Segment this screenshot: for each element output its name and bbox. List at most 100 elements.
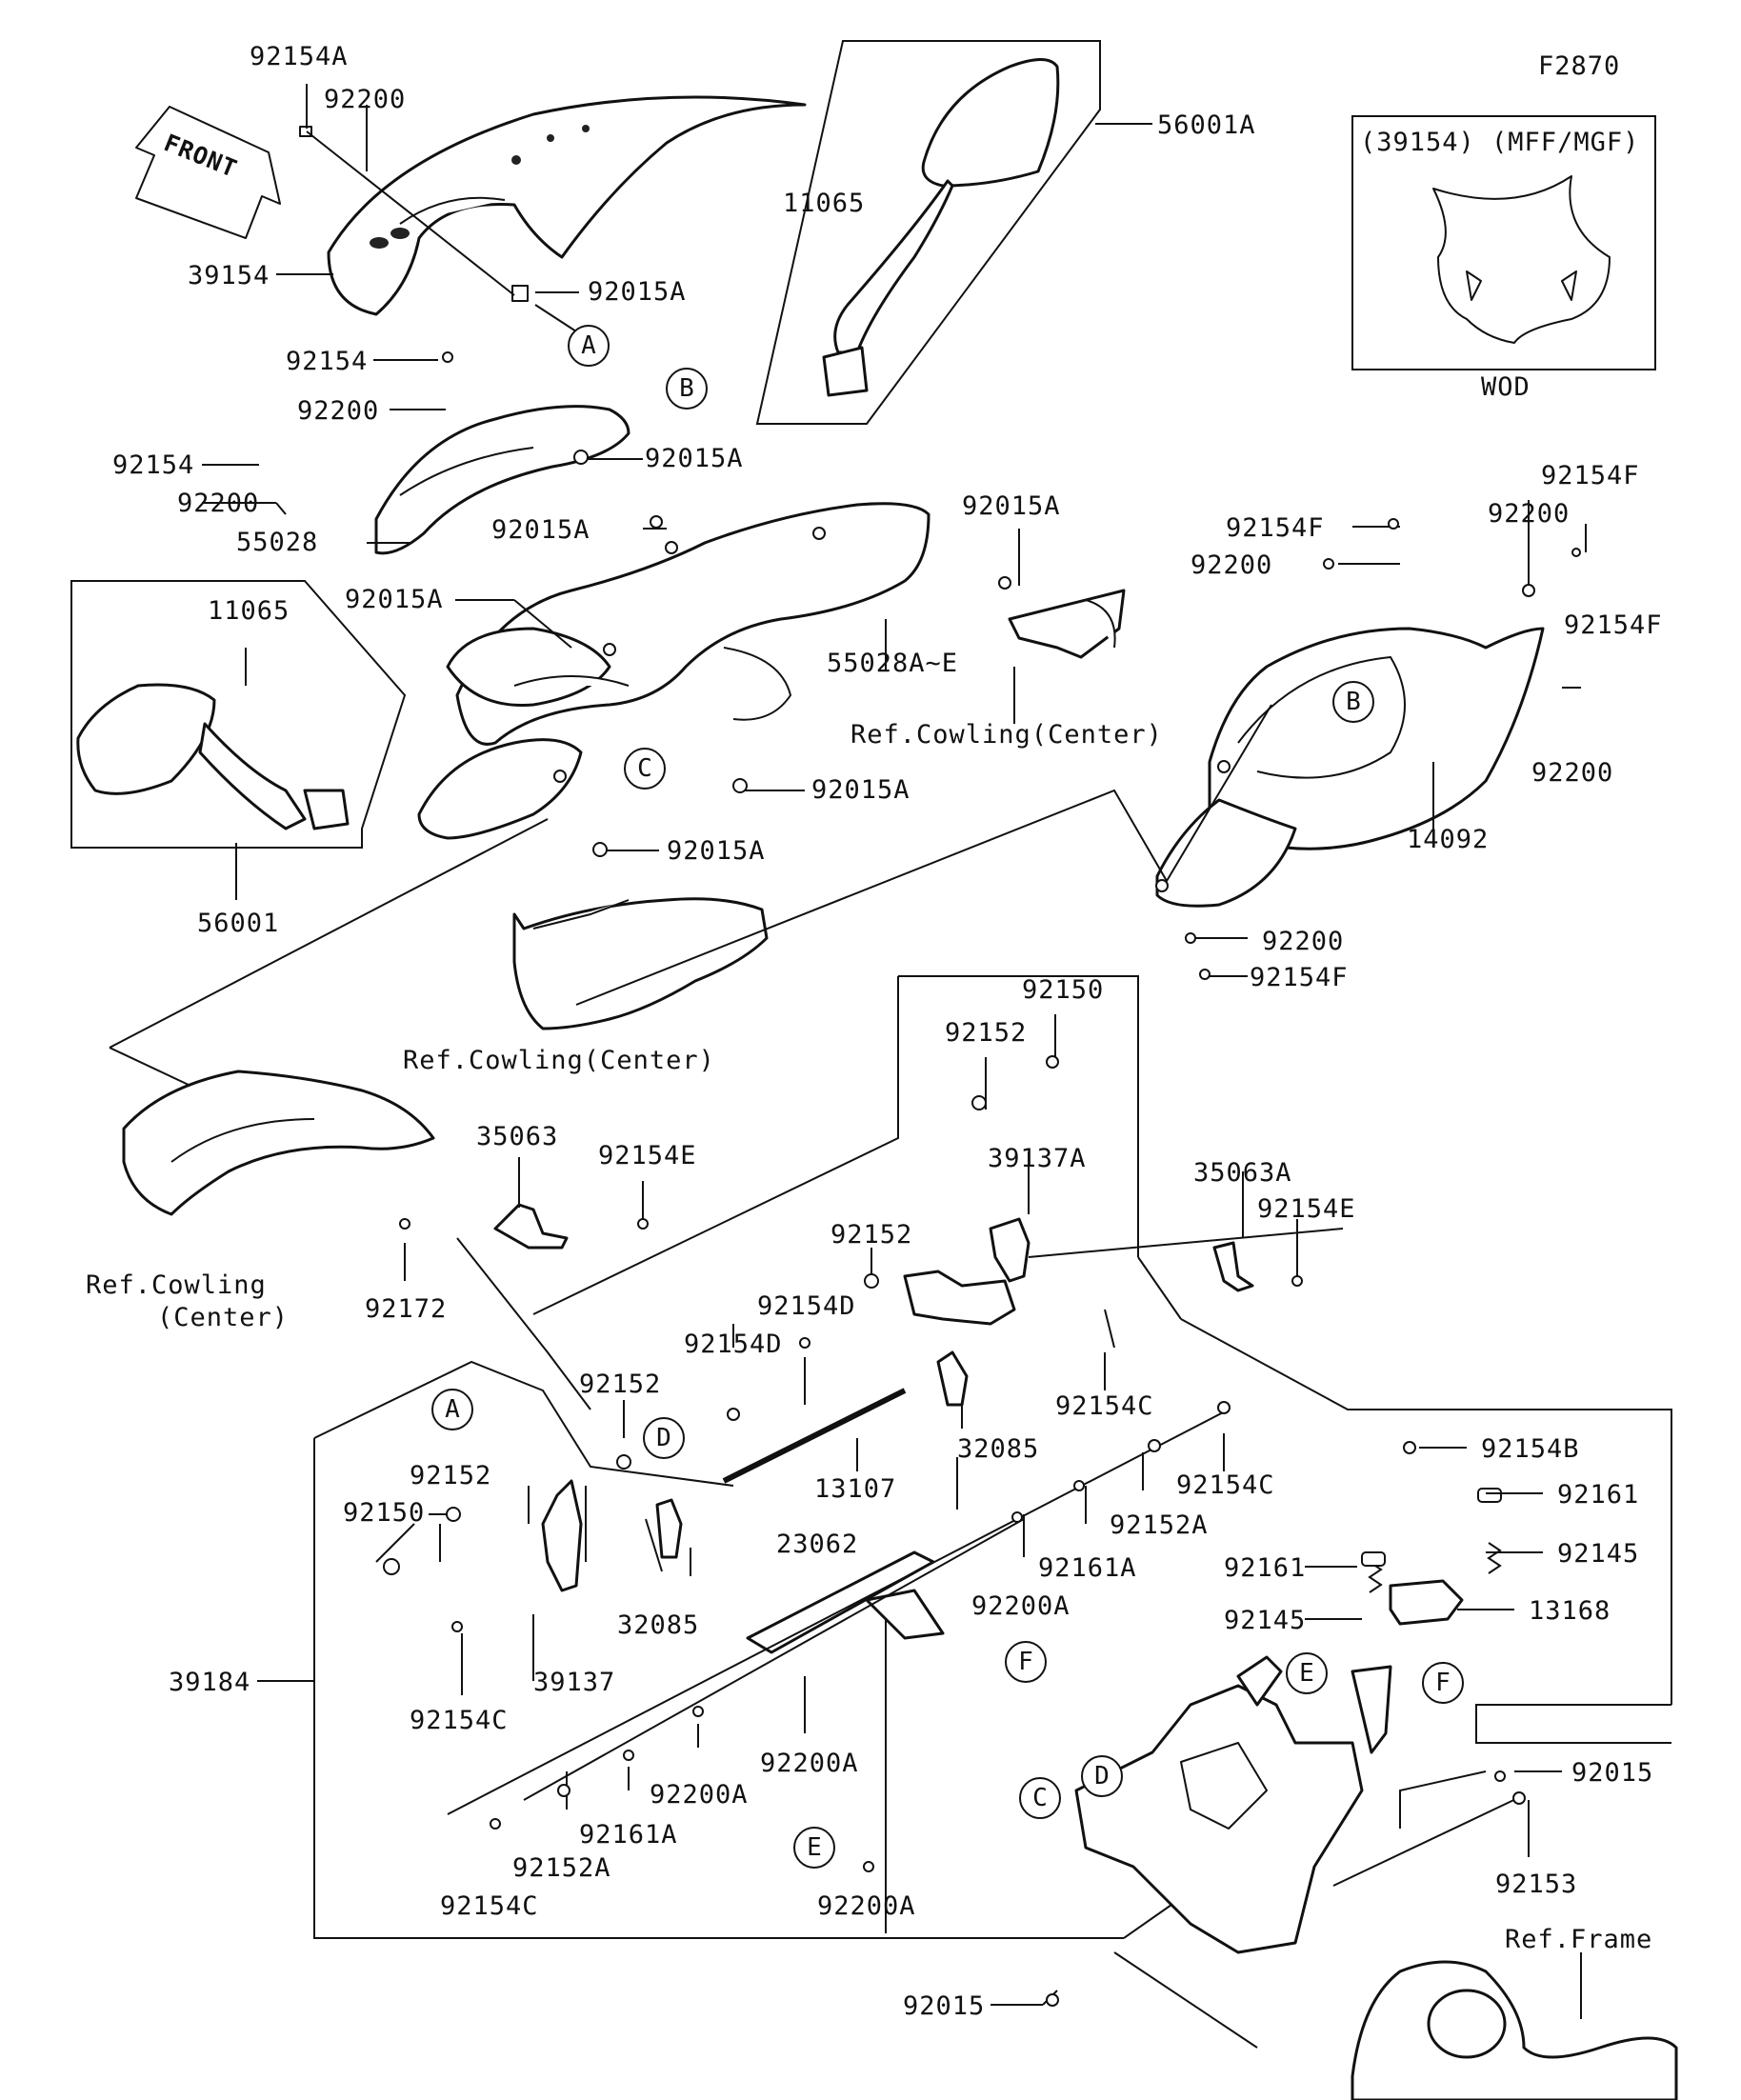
part-label: 92172 xyxy=(365,1294,447,1324)
inner-cowl xyxy=(417,502,931,840)
part-label: 92015A xyxy=(962,491,1061,521)
svg-text:E: E xyxy=(1299,1659,1314,1688)
part-label: 92200A xyxy=(650,1780,749,1810)
svg-text:A: A xyxy=(581,331,596,360)
part-label: 55028A~E xyxy=(827,649,958,678)
side-cowl-left xyxy=(122,1070,435,1216)
part-label: 35063A xyxy=(1193,1158,1292,1188)
part-label: 92145 xyxy=(1224,1606,1306,1635)
grommet-92015A xyxy=(511,285,529,302)
part-label: 92015 xyxy=(1571,1758,1653,1788)
frame-head xyxy=(1351,1960,1678,2100)
part-label: 92154C xyxy=(1176,1470,1275,1500)
callouts: A B C B D A F E F D C E xyxy=(431,325,1464,1869)
svg-text:A: A xyxy=(445,1395,460,1424)
mirror-56001 xyxy=(70,580,407,849)
part-label: 92154B xyxy=(1481,1434,1580,1464)
part-label: 92154F xyxy=(1564,610,1663,640)
front-arrow-icon: FRONT xyxy=(135,106,281,239)
part-label: 39137A xyxy=(988,1144,1087,1173)
part-label: 39184 xyxy=(169,1668,250,1697)
part-label: 92200 xyxy=(297,396,379,426)
part-label: 92154F xyxy=(1541,461,1640,490)
callout-circle: D xyxy=(643,1417,685,1459)
part-label: 92150 xyxy=(343,1498,425,1528)
part-label: 92154C xyxy=(1055,1391,1154,1421)
callout-circle: C xyxy=(624,748,666,790)
bracket-center-right xyxy=(1008,589,1126,659)
part-label: 92161A xyxy=(579,1820,678,1850)
part-label: 92015A xyxy=(491,515,590,545)
callout-circle: D xyxy=(1081,1755,1123,1797)
cowl-55028 xyxy=(374,405,630,555)
part-label: 14092 xyxy=(1407,825,1489,854)
stay-assembly-39184 xyxy=(541,1217,1031,1654)
part-label: 92200 xyxy=(1191,550,1272,580)
ref-label: Ref.Cowling xyxy=(86,1270,267,1300)
bracket-13168 xyxy=(1361,1488,1502,1626)
ref-label: Ref.Cowling(Center) xyxy=(850,720,1163,750)
part-label: 92154D xyxy=(684,1330,783,1359)
callout-circle: F xyxy=(1422,1662,1464,1704)
part-label: 11065 xyxy=(783,189,865,218)
callout-circle: E xyxy=(793,1827,835,1869)
part-label: 11065 xyxy=(208,596,290,626)
part-label: 92150 xyxy=(1022,975,1104,1005)
part-label: 56001A xyxy=(1157,110,1256,140)
wod-inset-footer: WOD xyxy=(1481,372,1531,402)
part-label: 92154D xyxy=(757,1291,856,1321)
callout-circle: B xyxy=(1332,681,1374,723)
windscreen-wod xyxy=(1432,175,1611,344)
svg-text:D: D xyxy=(656,1424,671,1452)
callout-circle: A xyxy=(568,325,610,367)
part-label: 92154A xyxy=(250,42,349,71)
part-label: 92154E xyxy=(1257,1194,1356,1224)
callout-circle: E xyxy=(1286,1652,1328,1694)
part-label: 39137 xyxy=(533,1668,615,1697)
svg-text:F: F xyxy=(1435,1669,1451,1697)
part-label: 92154F xyxy=(1250,963,1349,992)
bracket-35063A xyxy=(1212,1241,1254,1292)
part-label: 92200 xyxy=(1262,927,1344,956)
part-labels: 92154A 92200 39154 92015A 92154 92200 92… xyxy=(86,42,1663,2021)
part-label: 92153 xyxy=(1495,1870,1577,1899)
part-label: 92200 xyxy=(1531,758,1613,788)
ref-label: (Center) xyxy=(157,1303,289,1332)
bracket-35063 xyxy=(493,1203,569,1250)
callout-circle: F xyxy=(1005,1641,1047,1683)
part-label: 92154 xyxy=(286,347,368,376)
callout-circle: A xyxy=(431,1389,473,1430)
part-label: 92015A xyxy=(811,775,911,805)
part-label: 92200A xyxy=(971,1591,1071,1621)
fasteners xyxy=(383,351,1581,2007)
part-label: 92154 xyxy=(112,450,194,480)
svg-text:D: D xyxy=(1094,1762,1110,1790)
part-label: 92154C xyxy=(410,1706,509,1735)
part-label: 92152 xyxy=(410,1461,491,1490)
leader-lines xyxy=(202,84,1587,2019)
part-label: 92015 xyxy=(903,1991,985,2021)
part-label: 23062 xyxy=(776,1530,858,1559)
part-label: 92200 xyxy=(324,85,406,114)
svg-text:C: C xyxy=(1032,1784,1048,1812)
outline-boxes xyxy=(109,704,1672,2049)
part-label: 32085 xyxy=(617,1610,699,1640)
part-label: 92015A xyxy=(345,585,444,614)
wod-inset-header: (39154) (MFF/MGF) xyxy=(1360,128,1639,157)
part-label: 92161 xyxy=(1224,1553,1306,1583)
ref-label: Ref.Cowling(Center) xyxy=(403,1046,715,1075)
part-label: 92015A xyxy=(667,836,766,866)
part-label: 92152 xyxy=(830,1220,912,1250)
part-label: 32085 xyxy=(957,1434,1039,1464)
panel-14092 xyxy=(1155,627,1545,908)
wod-inset: (39154) (MFF/MGF) WOD xyxy=(1351,115,1656,402)
figure-code: F2870 xyxy=(1538,51,1620,81)
lower-cowl xyxy=(512,897,769,1030)
part-label: 92145 xyxy=(1557,1539,1639,1569)
part-label: 35063 xyxy=(476,1122,558,1151)
svg-text:B: B xyxy=(679,374,694,403)
part-label: 55028 xyxy=(236,528,318,557)
part-label: 92154C xyxy=(440,1891,539,1921)
part-label: 92152 xyxy=(945,1018,1027,1048)
